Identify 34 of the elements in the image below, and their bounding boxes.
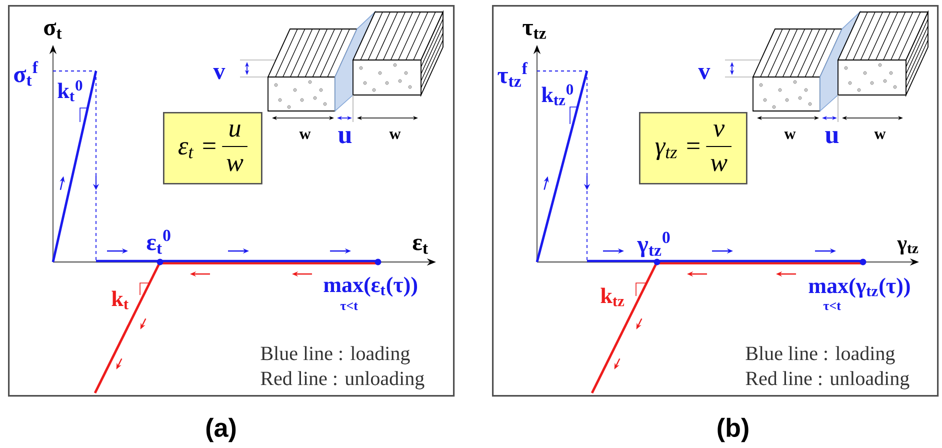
axis-label: γ$_{tz}$ <box>897 240 918 254</box>
note-text: Blue line : loading <box>746 346 895 364</box>
dimension-label: w <box>389 132 401 140</box>
math-label: max(γ$_{tz}$(τ)) <box>808 278 910 298</box>
slope-label: k$_{tz}$ <box>600 288 624 306</box>
slope-label: k$_{t}$ <box>112 290 128 310</box>
axis-label: σ$_{t}$ <box>44 22 62 39</box>
dimension-label: u <box>825 131 839 144</box>
math-label: τ<t <box>340 302 358 310</box>
formula-box: ε$_{t}$ = u w <box>163 112 262 184</box>
note-text: Blue line : loading <box>260 346 410 364</box>
dimension-label: v <box>213 68 226 80</box>
dimension-label: w <box>299 132 311 140</box>
axis-label: ε$_{t}$ <box>412 238 428 254</box>
note-text: Red line : unloading <box>260 371 424 390</box>
math-label: max(ε$_{t}$(τ)) <box>324 276 418 297</box>
dimension-label: v <box>698 68 710 80</box>
panel-caption: (b) <box>718 418 748 442</box>
dimension-label: w <box>874 132 886 140</box>
math-label: τ$_{tz}$f <box>498 62 528 87</box>
dimension-label: u <box>338 131 352 144</box>
math-label: σ$_{t}$f <box>14 61 38 86</box>
dimension-label: w <box>784 132 796 140</box>
axis-label: τ$_{tz}$ <box>522 24 546 39</box>
panel-frame <box>492 5 939 397</box>
slope-label: k$_{tz}$0 <box>542 84 574 106</box>
math-label: γ$_{tz}$0 <box>637 232 670 258</box>
panel-caption: (a) <box>206 418 236 442</box>
slope-label: k$_{t}$0 <box>58 80 82 102</box>
formula-box: γ$_{tz}$ = v w <box>639 112 748 184</box>
math-label: τ<t <box>823 302 841 310</box>
math-label: ε$_{t}$0 <box>146 230 170 254</box>
note-text: Red line : unloading <box>746 371 910 390</box>
panel-frame <box>8 5 455 397</box>
